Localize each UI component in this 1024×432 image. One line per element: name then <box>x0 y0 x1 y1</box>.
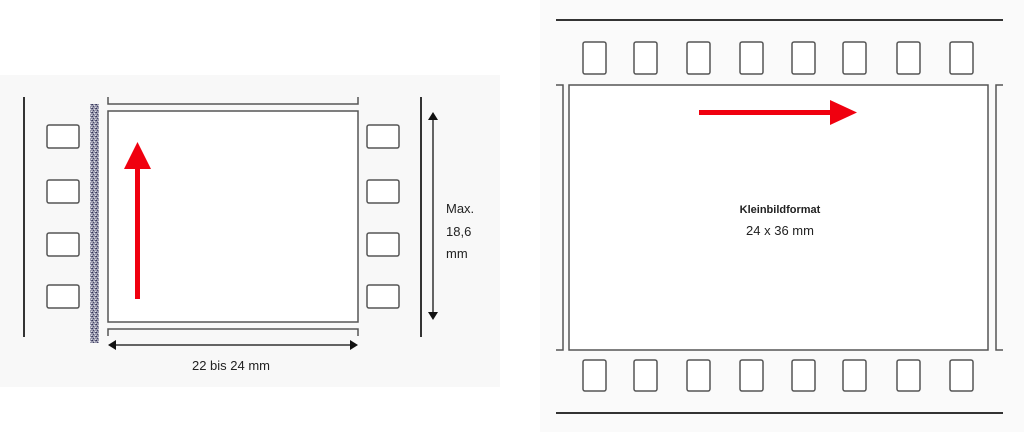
red-direction-arrow-right <box>699 100 857 125</box>
sprocket-hole <box>46 232 80 257</box>
sprocket-hole <box>739 41 764 75</box>
sprocket-hole <box>791 359 816 392</box>
film-frame-35mm <box>568 84 989 351</box>
sprocket-hole <box>739 359 764 392</box>
height-label-line-2: 18,6 <box>446 224 471 239</box>
bottom-sprocket-row <box>582 359 974 392</box>
width-label: 22 bis 24 mm <box>192 358 270 373</box>
film-frame <box>107 110 359 323</box>
sprocket-hole <box>46 284 80 309</box>
sprocket-hole <box>896 41 921 75</box>
left-bracket <box>556 84 564 351</box>
sprocket-hole <box>366 232 400 257</box>
sprocket-hole <box>46 179 80 204</box>
sprocket-hole <box>582 359 607 392</box>
sprocket-hole <box>791 41 816 75</box>
sprocket-hole <box>366 124 400 149</box>
right-film-diagram: Kleinbildformat 24 x 36 mm <box>540 0 1024 432</box>
right-bracket <box>995 84 1003 351</box>
sprocket-hole <box>842 41 867 75</box>
sprocket-hole <box>949 41 974 75</box>
height-dimension-arrow <box>428 112 438 320</box>
soundtrack-strip <box>90 104 99 343</box>
sprocket-hole <box>896 359 921 392</box>
sprocket-hole <box>633 41 658 75</box>
left-sprocket-column <box>46 124 80 309</box>
sprocket-hole <box>366 284 400 309</box>
bottom-bracket <box>107 328 359 336</box>
width-dimension-arrow <box>108 340 358 350</box>
sprocket-hole <box>686 359 711 392</box>
left-film-diagram: 22 bis 24 mm Max. 18,6 mm <box>0 75 500 387</box>
height-label-line-3: mm <box>446 246 468 261</box>
sprocket-hole <box>633 359 658 392</box>
sprocket-hole <box>686 41 711 75</box>
sprocket-hole <box>949 359 974 392</box>
top-sprocket-row <box>582 41 974 75</box>
sprocket-hole <box>582 41 607 75</box>
height-label-line-1: Max. <box>446 201 474 216</box>
format-title: Kleinbildformat <box>740 204 821 216</box>
sprocket-hole <box>842 359 867 392</box>
format-size: 24 x 36 mm <box>746 223 814 238</box>
red-direction-arrow-up <box>124 142 151 299</box>
sprocket-hole <box>366 179 400 204</box>
top-bracket <box>107 97 359 105</box>
right-sprocket-column <box>366 124 400 309</box>
sprocket-hole <box>46 124 80 149</box>
